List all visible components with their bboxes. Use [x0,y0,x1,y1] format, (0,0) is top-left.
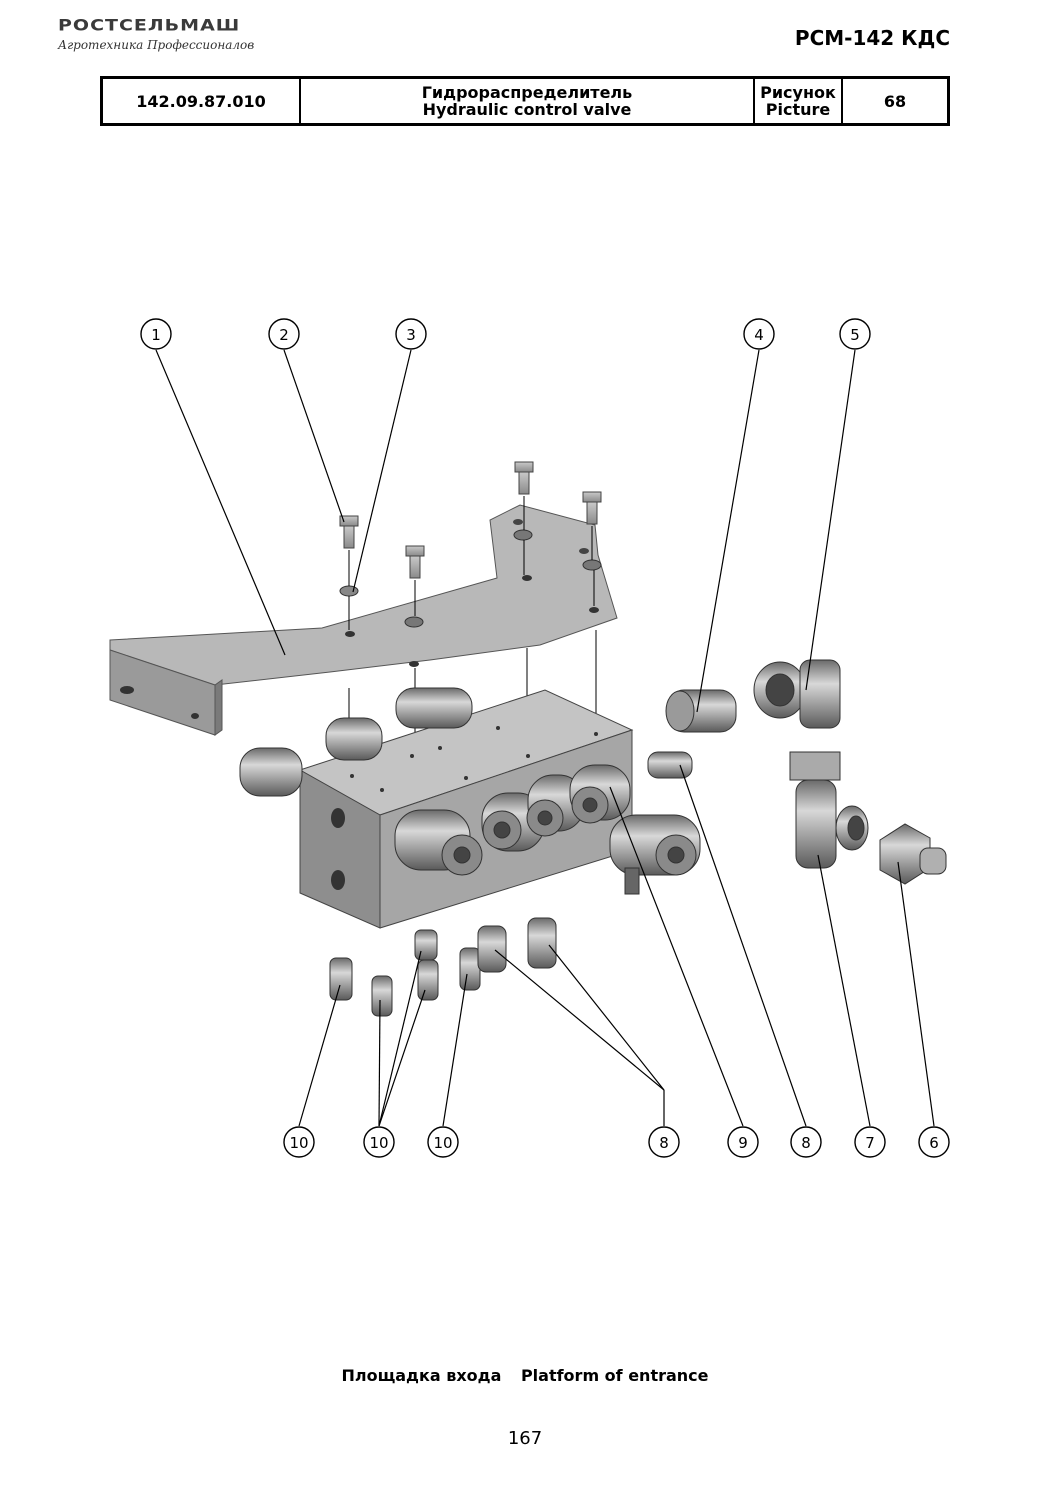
callout-circle-2 [268,318,300,350]
picture-label-en: Picture [765,100,831,119]
bolts [339,461,602,579]
callout-markers [140,318,950,1158]
callout-6: 6 [929,1134,939,1152]
washer [339,585,359,597]
rear-solenoids [239,687,473,797]
mounting-bracket [109,504,618,736]
callout-circle-9 [727,1126,759,1158]
part-name-en: Hydraulic control valve [422,100,632,119]
callout-circle-10a [283,1126,315,1158]
brand-logo: РОСТСЕЛЬМАШ Агротехника Профессионалов [58,16,254,52]
logo-wordmark: РОСТСЕЛЬМАШ [58,16,241,35]
callout-circle-6 [918,1126,950,1158]
callout-9: 9 [738,1134,748,1152]
callout-8a: 8 [659,1134,669,1152]
callout-4: 4 [754,326,764,344]
part-name-cell: Гидрораспределитель Hydraulic control va… [299,76,755,126]
exploded-view-figure: 1 2 3 4 5 10 10 10 8 9 8 7 6 [0,300,1050,1180]
page-number: 167 [507,1428,543,1449]
callout-8b: 8 [801,1134,811,1152]
callout-circle-7 [854,1126,886,1158]
picture-label-ru: Рисунок [760,83,836,102]
front-solenoids [394,764,701,895]
figure-caption: Площадка входа Platform of entrance [0,1366,1050,1385]
callout-circle-3 [395,318,427,350]
callout-10b: 10 [369,1134,388,1152]
callout-3: 3 [406,326,416,344]
callout-7: 7 [865,1134,875,1152]
picture-number: 68 [841,76,950,126]
model-name: РСМ-142 КДС [794,26,950,50]
callout-circle-1 [140,318,172,350]
part-name-ru: Гидрораспределитель [421,83,633,102]
leader-lines [155,349,935,1127]
callout-circle-10b [363,1126,395,1158]
title-block: 142.09.87.010 Гидрораспределитель Hydrau… [100,76,950,126]
caption-en: Platform of entrance [520,1366,709,1385]
fittings [647,659,947,885]
callout-circle-4 [743,318,775,350]
callout-circle-8b [790,1126,822,1158]
part-number: 142.09.87.010 [100,76,301,126]
callout-5: 5 [850,326,860,344]
callout-2: 2 [279,326,289,344]
caption-ru: Площадка входа [341,1366,502,1385]
callout-circle-10c [427,1126,459,1158]
callout-circle-8a [648,1126,680,1158]
picture-label-cell: Рисунок Picture [753,76,843,126]
callout-1: 1 [151,326,161,344]
adapters [329,917,557,1017]
logo-tagline: Агротехника Профессионалов [58,38,255,52]
callout-10c: 10 [433,1134,452,1152]
callout-circle-5 [839,318,871,350]
callout-10a: 10 [289,1134,308,1152]
